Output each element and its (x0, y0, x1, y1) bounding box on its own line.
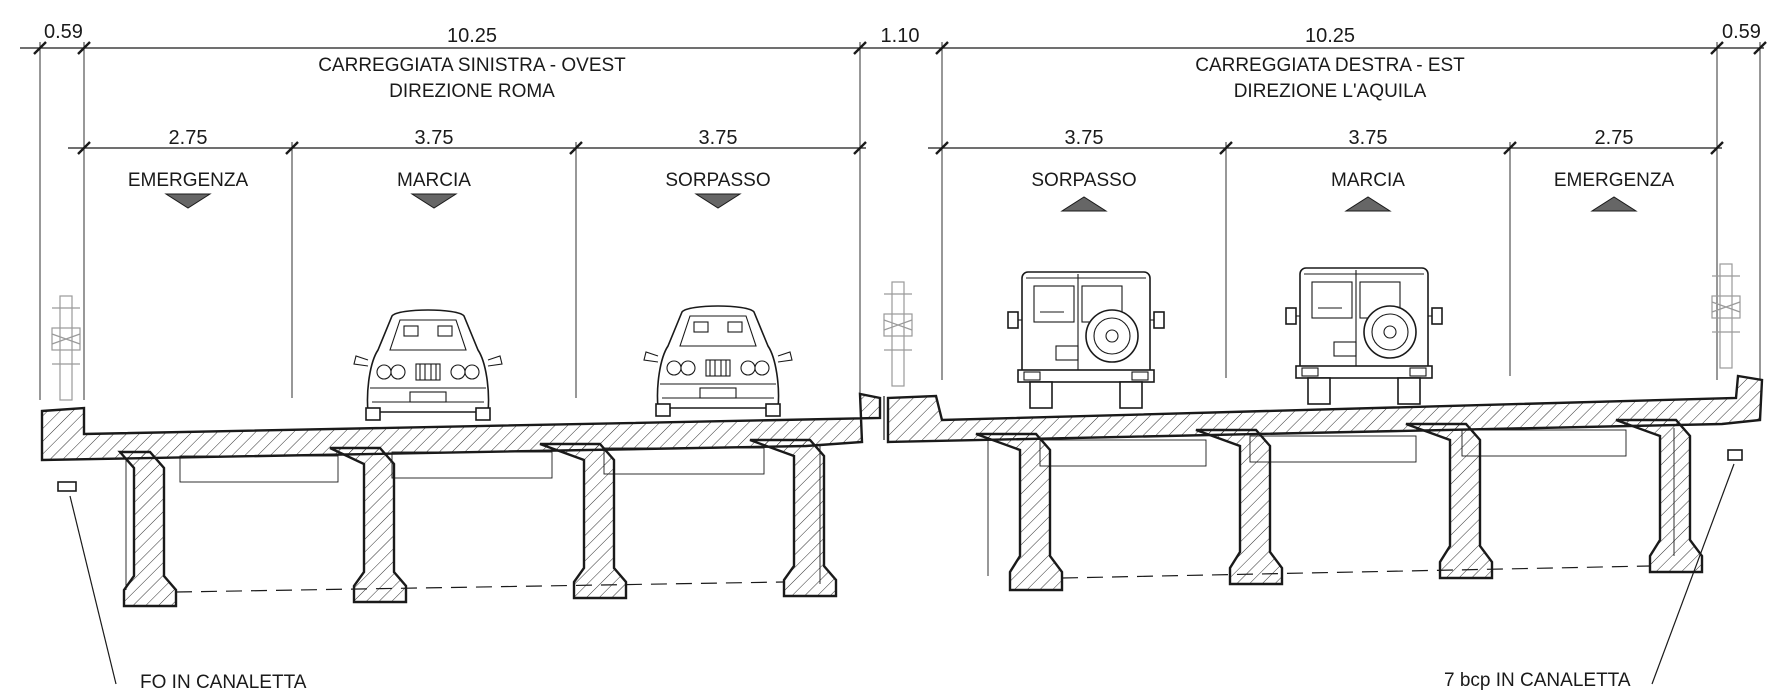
lane-width: 3.75 (1065, 127, 1104, 149)
dim-carriageway-right: 10.25 (1305, 25, 1355, 47)
median-barrier-icon (883, 281, 913, 387)
direction-down-arrow-icon (694, 193, 742, 209)
lane-width: 3.75 (1349, 127, 1388, 149)
leader-line-left (69, 495, 117, 685)
direction-down-arrow-icon (410, 193, 458, 209)
lane-width: 2.75 (1595, 127, 1634, 149)
note-right: 7 bcp IN CANALETTA (1444, 670, 1631, 691)
right-carriageway-title: CARREGGIATA DESTRA - EST (1195, 55, 1465, 76)
right-guardrail-icon (1711, 263, 1741, 369)
dim-carriageway-left: 10.25 (447, 25, 497, 47)
direction-up-arrow-icon (1590, 196, 1638, 212)
dim-edge-right: 0.59 (1722, 21, 1761, 43)
direction-up-arrow-icon (1344, 196, 1392, 212)
lane-label: MARCIA (1331, 170, 1405, 191)
lane-width: 3.75 (699, 127, 738, 149)
cable-conduit-icon (1727, 449, 1743, 461)
sedan-vehicle-icon (643, 305, 793, 417)
dimension-lines (20, 41, 1767, 400)
lane-label: EMERGENZA (128, 170, 249, 191)
direction-down-arrow-icon (164, 193, 212, 209)
lane-label: EMERGENZA (1554, 170, 1675, 191)
sedan-vehicle-icon (353, 309, 503, 421)
dim-median: 1.10 (881, 25, 920, 47)
lane-width: 2.75 (169, 127, 208, 149)
dim-edge-left: 0.59 (44, 21, 83, 43)
lane-width: 3.75 (415, 127, 454, 149)
left-carriageway-direction: DIREZIONE ROMA (389, 81, 555, 102)
lane-label: SORPASSO (665, 170, 770, 191)
suv-vehicle-icon (1285, 267, 1443, 405)
direction-up-arrow-icon (1060, 196, 1108, 212)
lane-label: SORPASSO (1031, 170, 1136, 191)
suv-vehicle-icon (1007, 271, 1165, 409)
lane-label: MARCIA (397, 170, 471, 191)
fiber-conduit-icon (57, 481, 77, 492)
left-guardrail-icon (51, 295, 81, 401)
leader-line-right (1651, 463, 1735, 685)
left-carriageway-title: CARREGGIATA SINISTRA - OVEST (318, 55, 626, 76)
bridge-deck (40, 374, 1764, 608)
right-carriageway-direction: DIREZIONE L'AQUILA (1234, 81, 1427, 102)
note-left: FO IN CANALETTA (140, 672, 307, 691)
